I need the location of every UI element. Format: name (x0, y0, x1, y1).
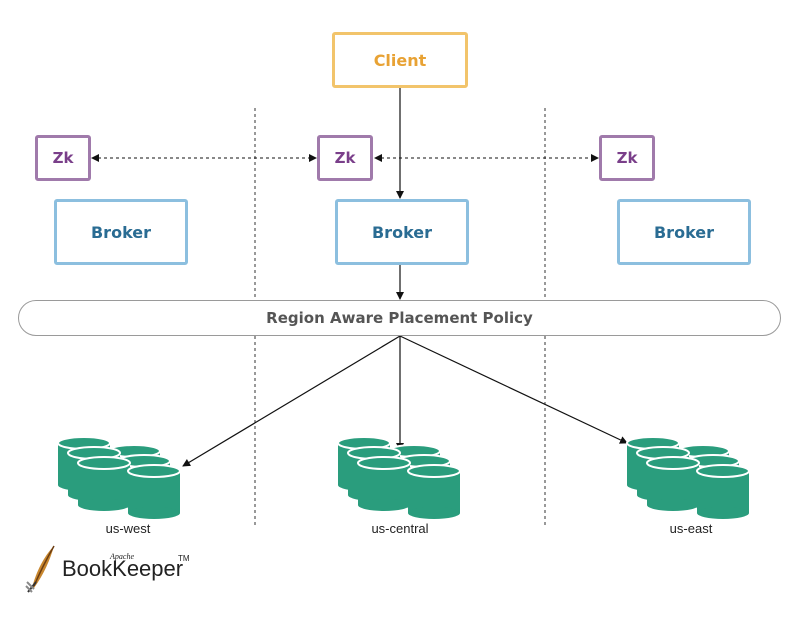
zk-box-us-west: Zk (35, 135, 91, 181)
client-box: Client (332, 32, 468, 88)
broker-box-us-central: Broker (335, 199, 469, 265)
broker-box-us-east: Broker (617, 199, 751, 265)
bookie-cluster-us-west (58, 437, 180, 519)
zk-box-us-central: Zk (317, 135, 373, 181)
region-label-us-central: us-central (371, 521, 429, 536)
policy-to-us-east-arrow (399, 335, 628, 444)
broker-box-us-west: Broker (54, 199, 188, 265)
logo-apache-text: Apache (110, 552, 134, 561)
placement-policy-bar: Region Aware Placement Policy (18, 300, 781, 336)
bookkeeper-logo: Apache BookKeeper TM (24, 542, 204, 596)
region-label-us-east: us-east (669, 521, 713, 536)
feather-icon (25, 545, 55, 593)
region-label-us-west: us-west (105, 521, 151, 536)
logo-trademark: TM (178, 554, 190, 563)
logo-name-text: BookKeeper (62, 556, 184, 581)
zk-box-us-east: Zk (599, 135, 655, 181)
bookie-cluster-us-east (627, 437, 749, 519)
policy-to-us-west-arrow (182, 335, 401, 467)
bookie-cluster-us-central (338, 437, 460, 519)
